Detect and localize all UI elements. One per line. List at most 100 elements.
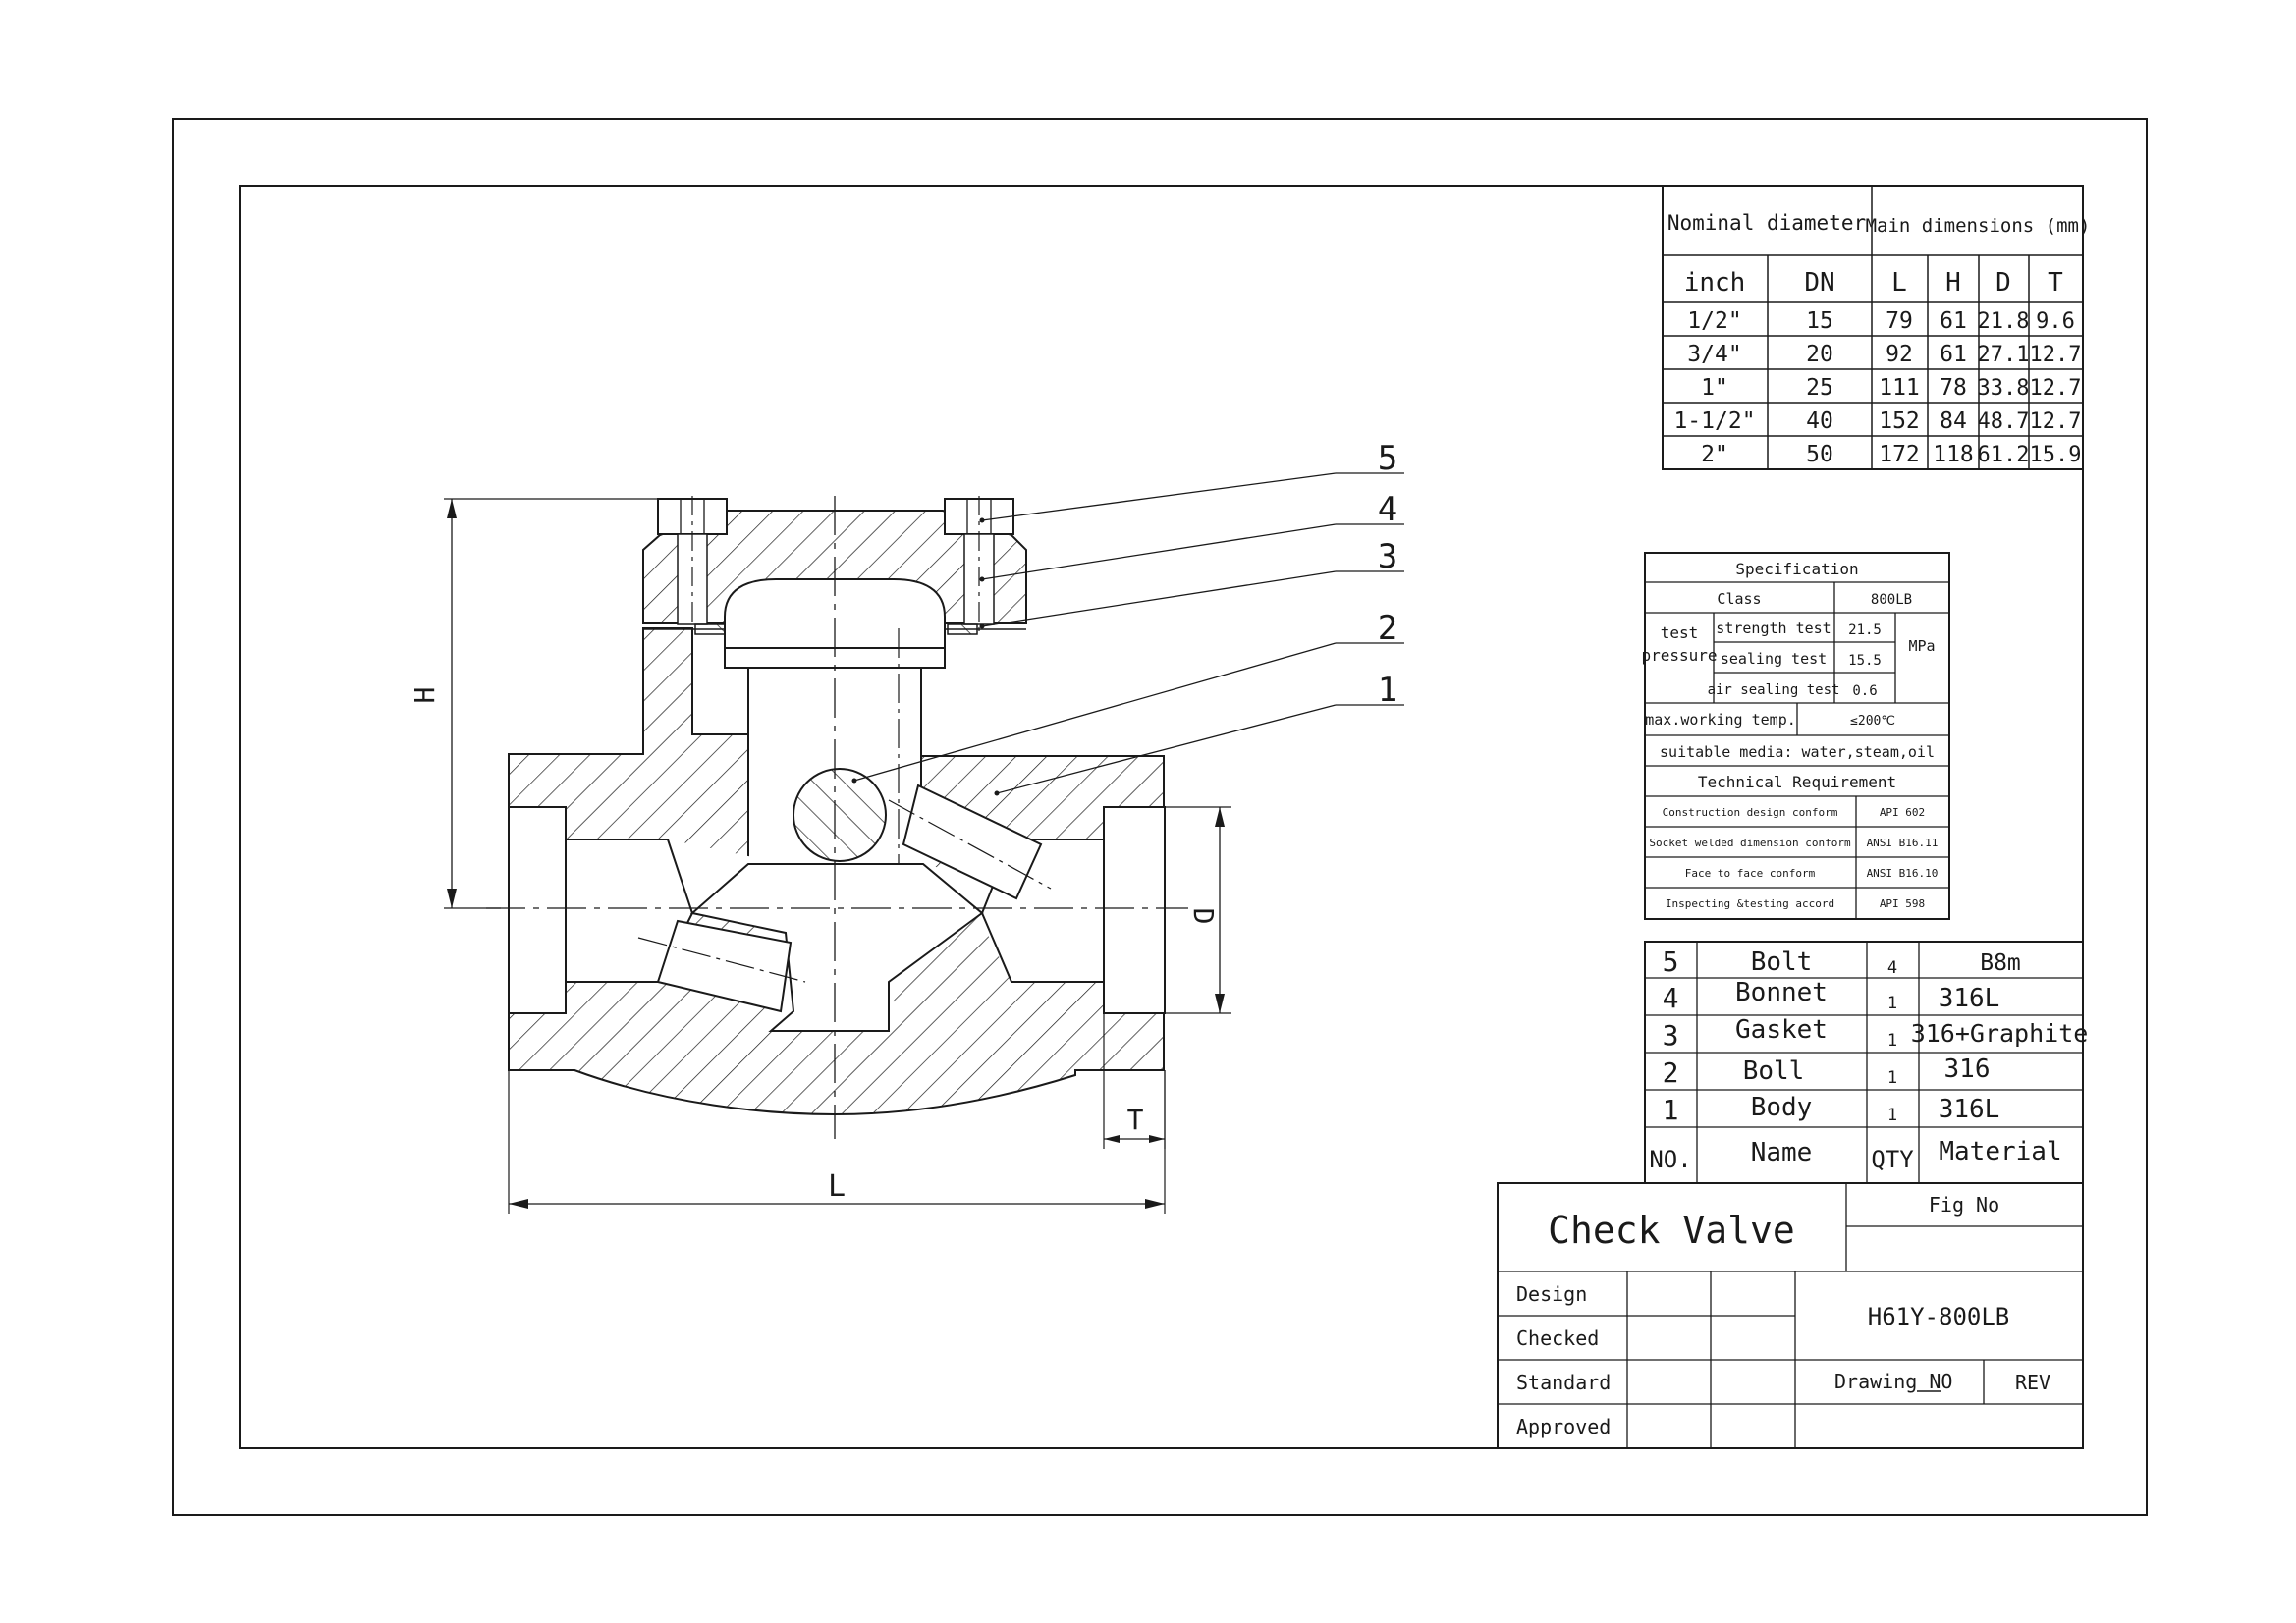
lower-seat: [689, 863, 984, 1032]
approved-label: Approved: [1516, 1415, 1611, 1438]
right-socket: [1103, 806, 1166, 1014]
cell-t: 15.9: [2030, 443, 2082, 467]
cell-dn: 20: [1806, 342, 1833, 367]
spec-unit: MPa: [1908, 637, 1935, 655]
part-name: Boll: [1743, 1056, 1805, 1086]
spec-requirement-name: Construction design conform: [1663, 806, 1838, 819]
design-label: Design: [1516, 1282, 1587, 1306]
spec-class-label: Class: [1717, 590, 1761, 608]
dimension-d: [1165, 806, 1231, 1014]
rev-label: REV: [2015, 1371, 2050, 1394]
cell-dn: 40: [1806, 408, 1833, 434]
part-no: 4: [1663, 982, 1679, 1014]
part-no: 3: [1663, 1019, 1679, 1052]
spec-requirement-value: API 598: [1880, 897, 1925, 910]
col-header: T: [2048, 268, 2063, 298]
cell-inch: 1-1/2": [1673, 408, 1755, 434]
spec-tech-req-title: Technical Requirement: [1698, 773, 1896, 791]
specification-table: Specification Class 800LB test pressure …: [1641, 552, 1950, 920]
cell-l: 79: [1886, 308, 1913, 334]
spec-title: Specification: [1735, 560, 1858, 578]
spec-media: suitable media: water,steam,oil: [1660, 743, 1935, 761]
spec-test-label: test: [1661, 623, 1699, 642]
table-column-headers: inch DN L H D T: [1684, 268, 2063, 298]
part-qty: 1: [1887, 1068, 1897, 1088]
part-no: 5: [1663, 946, 1679, 978]
part-no: 1: [1663, 1094, 1679, 1126]
leader-lines: [851, 472, 1404, 796]
col-header: H: [1945, 268, 1961, 298]
parts-header-name: Name: [1751, 1138, 1813, 1167]
cell-t: 12.7: [2030, 343, 2082, 367]
parts-header-qty: QTY: [1871, 1146, 1914, 1173]
spec-max-temp-label: max.working temp.: [1645, 711, 1796, 729]
spec-test-value: 21.5: [1848, 622, 1882, 638]
left-socket: [508, 806, 567, 1014]
spec-test-value: 15.5: [1848, 653, 1882, 669]
fig-no-label: Fig No: [1929, 1193, 1999, 1217]
part-no: 2: [1663, 1056, 1679, 1089]
cell-l: 111: [1879, 375, 1920, 401]
balloon-3: 3: [1378, 537, 1397, 576]
part-material: 316: [1944, 1055, 1991, 1084]
spec-pressure-label: pressure: [1641, 646, 1717, 665]
part-qty: 4: [1887, 958, 1897, 978]
cell-h: 78: [1940, 375, 1967, 401]
cell-dn: 25: [1806, 375, 1833, 401]
cell-h: 61: [1940, 342, 1967, 367]
cell-l: 172: [1879, 442, 1920, 467]
dimension-l-label: L: [828, 1169, 846, 1204]
cell-inch: 2": [1701, 442, 1728, 467]
part-name: Bonnet: [1735, 978, 1828, 1007]
part-material: B8m: [1980, 950, 2021, 976]
part-material: 316+Graphite: [1911, 1019, 2089, 1048]
col-header: D: [1995, 268, 2011, 298]
valve-section: 5 4 3 2 1 H D T: [409, 439, 1404, 1214]
part-name: Body: [1751, 1093, 1813, 1122]
col-header: L: [1891, 268, 1907, 298]
part-name: Bolt: [1751, 947, 1813, 977]
spec-max-temp-value: ≤200℃: [1850, 714, 1895, 729]
part-qty: 1: [1887, 1031, 1897, 1051]
parts-row: 3 Gasket 1 316+Graphite: [1663, 1015, 2089, 1052]
spec-test-name: sealing test: [1721, 650, 1827, 668]
cell-d: 48.7: [1978, 409, 2030, 434]
table-row: 1" 25 111 78 33.8 12.7: [1701, 375, 2081, 401]
cell-inch: 1": [1701, 375, 1728, 401]
drawing-no-label: Drawing NO: [1834, 1370, 1952, 1393]
table-row: 1/2" 15 79 61 21.8 9.6: [1687, 308, 2075, 334]
dimension-t-label: T: [1127, 1104, 1144, 1136]
part-material: 316L: [1939, 984, 2000, 1013]
spec-class-value: 800LB: [1871, 592, 1912, 608]
parts-row: 5 Bolt 4 B8m: [1663, 946, 2021, 978]
cell-inch: 1/2": [1687, 308, 1741, 334]
cell-d: 27.1: [1978, 343, 2030, 367]
table-header-nominal: Nominal diameter: [1667, 211, 1866, 235]
dimension-l: [508, 1070, 1166, 1214]
spec-test-value: 0.6: [1852, 683, 1877, 699]
part-qty: 1: [1887, 1106, 1897, 1125]
inclined-channel-right: [902, 784, 1043, 900]
standard-label: Standard: [1516, 1371, 1611, 1394]
col-header: inch: [1684, 268, 1746, 298]
cell-dn: 15: [1806, 308, 1833, 334]
cell-h: 118: [1933, 442, 1974, 467]
cell-inch: 3/4": [1687, 342, 1741, 367]
centerline-inclined-right: [888, 799, 1052, 890]
part-qty: 1: [1887, 994, 1897, 1013]
cell-l: 92: [1886, 342, 1913, 367]
cell-d: 21.8: [1978, 309, 2030, 334]
parts-row: 4 Bonnet 1 316L: [1663, 978, 2000, 1014]
cell-d: 33.8: [1978, 376, 2030, 401]
parts-row: 2 Boll 1 316: [1663, 1055, 1991, 1089]
balloon-2: 2: [1378, 609, 1397, 648]
col-header: DN: [1804, 268, 1834, 298]
spec-test-name: air sealing test: [1708, 682, 1840, 698]
balloon-1: 1: [1378, 671, 1397, 710]
balloon-4: 4: [1378, 490, 1397, 529]
cell-t: 12.7: [2030, 409, 2082, 434]
spec-requirement-value: ANSI B16.10: [1867, 867, 1939, 880]
cell-dn: 50: [1806, 442, 1833, 467]
parts-header-material: Material: [1939, 1137, 2061, 1166]
